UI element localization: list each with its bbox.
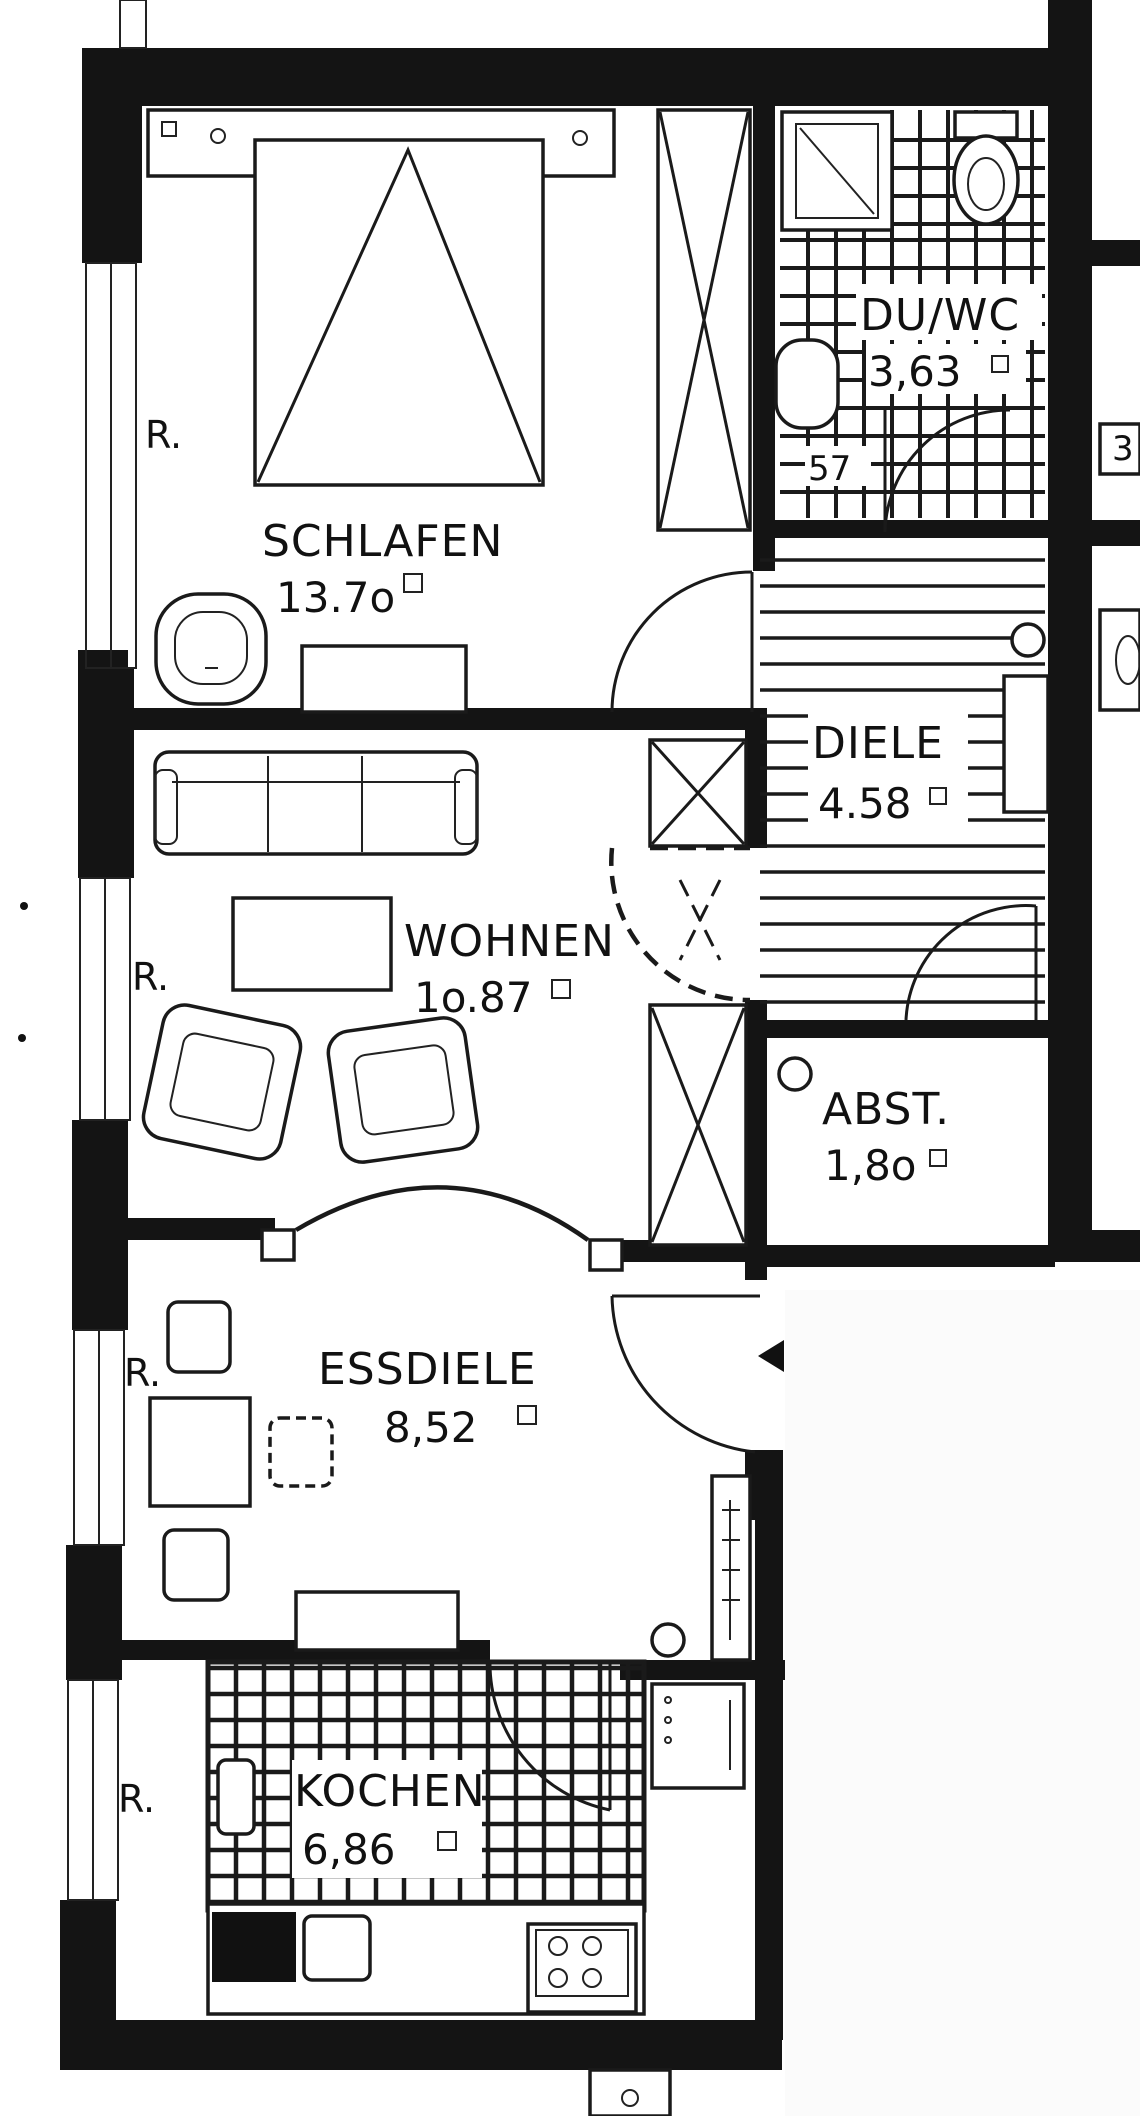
stove bbox=[526, 1922, 638, 2014]
edge-partial-label: 3 bbox=[1112, 429, 1134, 469]
vent-circle-icon bbox=[621, 2089, 639, 2107]
room-area-kochen: 6,86 bbox=[302, 1825, 396, 1874]
room-area-wohnen: 1o.87 bbox=[414, 973, 532, 1022]
room-name-diele: DIELE bbox=[812, 718, 944, 769]
square-icon bbox=[437, 1831, 457, 1851]
entry-arrow-icon bbox=[758, 1340, 784, 1372]
dining-table bbox=[148, 1396, 252, 1508]
armchair-round bbox=[154, 592, 268, 706]
window-mark-kochen: R. bbox=[118, 1777, 155, 1821]
window-mark-schlafen: R. bbox=[145, 413, 182, 457]
room-area-abst: 1,8o bbox=[824, 1141, 917, 1190]
room-abst: ABST. 1,8o bbox=[777, 1056, 950, 1190]
washbasin bbox=[774, 338, 840, 430]
square-icon bbox=[403, 573, 423, 593]
burner-icon bbox=[582, 1968, 602, 1988]
square-icon bbox=[991, 355, 1009, 373]
sink-drainboard bbox=[212, 1912, 296, 1982]
lamp-circle-icon bbox=[650, 1622, 686, 1658]
armchair-right bbox=[326, 1016, 480, 1164]
chair-top bbox=[166, 1300, 232, 1374]
burner-icon bbox=[582, 1936, 602, 1956]
toilet bbox=[953, 110, 1019, 140]
square-icon bbox=[517, 1405, 537, 1425]
sofa bbox=[153, 750, 479, 856]
vent-box bbox=[588, 2068, 672, 2116]
square-icon bbox=[929, 1149, 947, 1167]
room-name-schlafen: SCHLAFEN bbox=[262, 516, 503, 567]
room-name-du-wc: DU/WC bbox=[860, 290, 1020, 341]
room-area-essdiele: 8,52 bbox=[384, 1403, 478, 1452]
room-area-diele: 4.58 bbox=[818, 779, 912, 828]
room-name-abst: ABST. bbox=[822, 1084, 950, 1135]
burner-icon bbox=[548, 1968, 568, 1988]
room-kochen: R. KOCHEN 6,86 bbox=[118, 1659, 746, 2016]
neighbor-blank-area bbox=[785, 1290, 1140, 2116]
chair-bottom bbox=[162, 1528, 230, 1602]
room-diele: DIELE 4.58 bbox=[760, 558, 1050, 1021]
room-du-wc: DU/WC 3,63 57 bbox=[774, 110, 1045, 533]
window-mark-wohnen: R. bbox=[132, 955, 169, 999]
bath-partial-label: 57 bbox=[808, 449, 851, 489]
room-schlafen: R. SCHLAFEN 13.7o bbox=[145, 108, 754, 714]
room-area-du-wc: 3,63 bbox=[868, 347, 962, 396]
square-icon bbox=[551, 979, 571, 999]
stray-dot bbox=[18, 1034, 26, 1042]
kitchen-stool bbox=[216, 1758, 256, 1836]
sink bbox=[302, 1914, 372, 1982]
room-name-wohnen: WOHNEN bbox=[404, 916, 615, 967]
stray-dot bbox=[20, 902, 28, 910]
walls bbox=[60, 0, 1140, 2070]
wall-stub bbox=[119, 0, 147, 49]
window-mark-essdiele: R. bbox=[124, 1351, 161, 1395]
room-name-essdiele: ESSDIELE bbox=[318, 1344, 537, 1395]
room-wohnen: R. WOHNEN 1o.87 bbox=[132, 738, 751, 1272]
square-icon bbox=[929, 787, 947, 805]
room-area-schlafen: 13.7o bbox=[276, 573, 395, 622]
meter-circle-icon bbox=[777, 1056, 813, 1092]
fridge bbox=[650, 1682, 746, 1790]
coat-rack bbox=[1002, 674, 1050, 814]
armchair-left bbox=[141, 1003, 303, 1161]
bed bbox=[253, 138, 545, 487]
room-essdiele: R. ESSDIELE 8,52 bbox=[124, 1294, 784, 1662]
room-name-kochen: KOCHEN bbox=[294, 1766, 486, 1817]
dresser bbox=[300, 644, 468, 714]
burner-icon bbox=[548, 1936, 568, 1956]
coffee-table bbox=[231, 896, 393, 992]
chair-right bbox=[268, 1416, 334, 1488]
light-circle-icon bbox=[1010, 622, 1046, 658]
sideboard bbox=[294, 1590, 460, 1652]
